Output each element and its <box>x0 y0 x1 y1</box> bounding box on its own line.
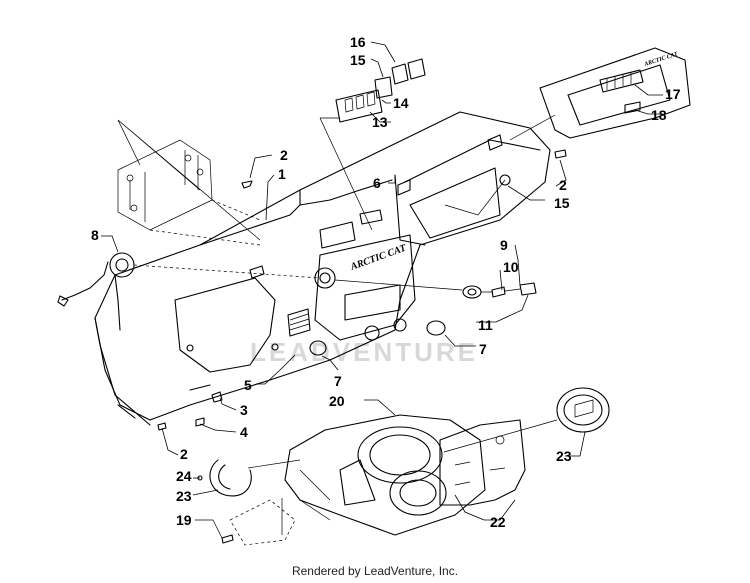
callout-23: 23 <box>176 488 192 504</box>
callout-10: 10 <box>503 259 519 275</box>
footer-credit: Rendered by LeadVenture, Inc. <box>291 564 459 578</box>
lighter-socket <box>57 252 321 307</box>
callout-24: 24 <box>176 468 192 484</box>
knob-set <box>309 320 446 356</box>
callout-12: 13 <box>372 114 388 130</box>
callout-1: 1 <box>278 166 286 182</box>
callout-2: 2 <box>280 147 288 163</box>
hardware <box>157 149 567 431</box>
leader-lines <box>101 41 663 521</box>
callout-19: 19 <box>176 512 192 528</box>
callout-20: 20 <box>329 393 345 409</box>
switch-cluster <box>319 58 426 231</box>
callout-4: 4 <box>240 424 248 440</box>
callout-16: 17 <box>665 86 681 102</box>
mounting-bracket <box>117 119 261 246</box>
gauge-housing <box>229 414 486 546</box>
callout-2: 2 <box>180 446 188 462</box>
callout-labels: 2 1 8 6 2 15 9 10 11 7 7 5 20 3 4 2 16 1… <box>91 34 681 530</box>
callout-13: 14 <box>393 95 409 111</box>
callout-17: 18 <box>651 107 667 123</box>
callout-7: 7 <box>334 373 342 389</box>
switch-set <box>334 279 537 299</box>
display-brand-text: ARCTIC CAT <box>643 51 679 68</box>
callout-9: 9 <box>500 237 508 253</box>
callout-3: 3 <box>240 402 248 418</box>
callout-14: 15 <box>350 52 366 68</box>
callout-6: 6 <box>373 175 381 191</box>
speedometer <box>443 387 610 453</box>
callout-7: 7 <box>479 341 487 357</box>
display-panel: ARCTIC CAT <box>509 47 691 141</box>
callout-18: 15 <box>554 195 570 211</box>
callout-2: 2 <box>559 177 567 193</box>
callout-22: 23 <box>556 448 572 464</box>
callout-5: 5 <box>244 377 252 393</box>
callout-15: 16 <box>350 34 366 50</box>
watermark: LEADVENTURE <box>250 337 478 367</box>
screw-19 <box>212 519 234 544</box>
callout-8: 8 <box>91 227 99 243</box>
trim-ring <box>197 459 301 497</box>
callout-21: 22 <box>490 514 506 530</box>
callout-11: 11 <box>478 317 493 333</box>
